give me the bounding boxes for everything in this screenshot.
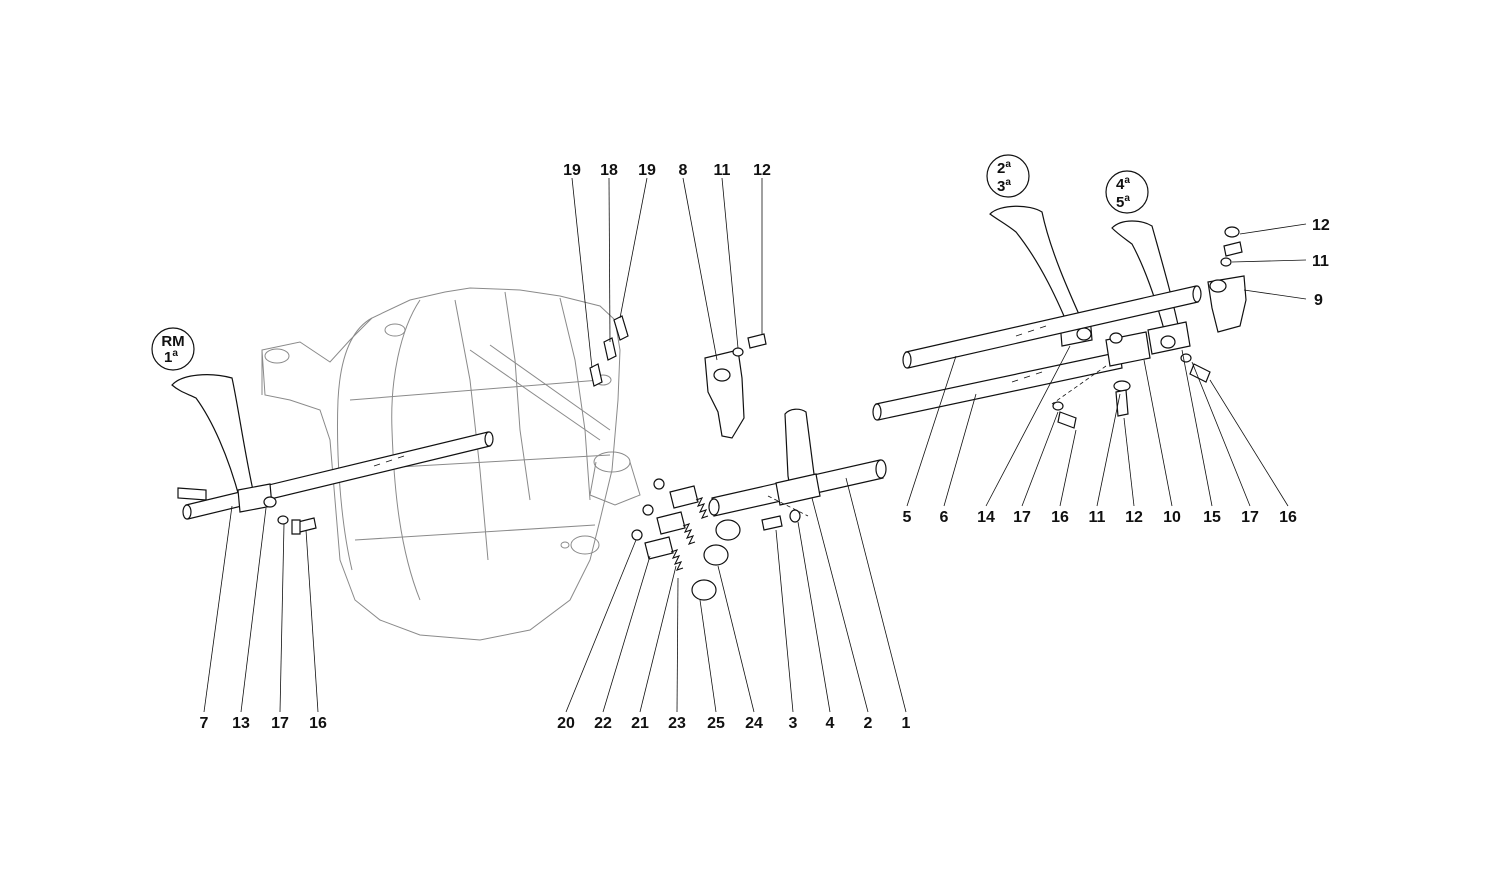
gear-label-4-5-line1-base: 4	[1116, 176, 1125, 193]
callout-7: 7	[200, 715, 209, 732]
screws-right	[1052, 353, 1211, 429]
callout-11: 11	[714, 162, 731, 179]
callout-11: 11	[1312, 253, 1329, 270]
callout-16: 16	[1279, 509, 1297, 526]
callouts-top: 19 18 19 8 11 12	[563, 162, 771, 179]
callouts-bottom-left: 7 13 17 16	[200, 715, 327, 732]
callout-2: 2	[864, 715, 873, 732]
selector-bracket-8	[704, 333, 767, 439]
callout-22: 22	[594, 715, 612, 732]
gear-label-2-3: 2a 3a	[986, 154, 1030, 198]
callout-11: 11	[1089, 509, 1106, 526]
detent-balls-springs	[631, 478, 741, 601]
callout-9: 9	[1314, 292, 1323, 309]
callout-10: 10	[1163, 509, 1181, 526]
callout-6: 6	[940, 509, 949, 526]
gearbox-housing	[261, 287, 641, 641]
gear-label-2-3-line1-base: 2	[997, 160, 1005, 177]
gear-label-4-5-line2-sup: a	[1124, 193, 1130, 204]
callout-19: 19	[563, 162, 581, 179]
gear-label-rm-1-line2-sup: a	[172, 348, 178, 359]
callout-21: 21	[631, 715, 649, 732]
callout-1: 1	[902, 715, 911, 732]
svg-text:1a: 1a	[164, 348, 178, 366]
gear-label-rm-1-line2-base: 1	[164, 349, 172, 366]
bracket-9	[1207, 226, 1247, 333]
callout-5: 5	[903, 509, 912, 526]
callout-14: 14	[977, 509, 995, 526]
callout-17: 17	[271, 715, 289, 732]
gear-label-4-5-line1-sup: a	[1124, 175, 1130, 186]
gear-label-4-5-line2-base: 5	[1116, 194, 1124, 211]
callout-18: 18	[600, 162, 618, 179]
callout-20: 20	[557, 715, 575, 732]
svg-text:3a: 3a	[997, 177, 1011, 195]
callouts-right-side: 12 11 9	[1312, 217, 1330, 309]
svg-text:2a: 2a	[997, 159, 1011, 177]
callout-16: 16	[309, 715, 327, 732]
callout-17: 17	[1241, 509, 1259, 526]
callouts-bottom-right: 5 6 14 17 16 11 12 10 15 17 16	[903, 509, 1297, 526]
callout-12: 12	[1312, 217, 1330, 234]
callout-3: 3	[789, 715, 798, 732]
callout-25: 25	[707, 715, 725, 732]
callouts-bottom-mid: 20 22 21 23 25 24 3 4 2 1	[557, 715, 910, 732]
callout-17: 17	[1013, 509, 1031, 526]
gear-label-2-3-line2-base: 3	[997, 178, 1005, 195]
callout-8: 8	[679, 162, 688, 179]
gear-label-rm-1: RM 1a	[151, 327, 195, 371]
gear-label-2-3-line2-sup: a	[1005, 177, 1011, 188]
fork-hub-rm-1	[237, 483, 317, 535]
shift-shaft-upper	[902, 285, 1202, 369]
callout-24: 24	[745, 715, 763, 732]
callout-15: 15	[1203, 509, 1221, 526]
shift-shaft-lower	[872, 351, 1123, 421]
svg-text:5a: 5a	[1116, 193, 1130, 211]
leader-lines	[203, 177, 1307, 713]
fork-4-5	[1111, 220, 1191, 355]
callout-13: 13	[232, 715, 250, 732]
gear-label-2-3-line1-sup: a	[1005, 159, 1011, 170]
callout-12: 12	[753, 162, 771, 179]
callout-12: 12	[1125, 509, 1143, 526]
fork-rm-1	[171, 374, 255, 501]
callout-16: 16	[1051, 509, 1069, 526]
selector-block-10	[1051, 331, 1151, 405]
callout-19: 19	[638, 162, 656, 179]
gear-label-rm-1-line1: RM	[161, 333, 184, 350]
svg-text:4a: 4a	[1116, 175, 1130, 193]
shift-shaft-1-2	[708, 408, 887, 531]
gear-label-4-5: 4a 5a	[1105, 170, 1149, 214]
pins-18-19	[589, 315, 629, 387]
callout-23: 23	[668, 715, 686, 732]
callout-4: 4	[826, 715, 835, 732]
